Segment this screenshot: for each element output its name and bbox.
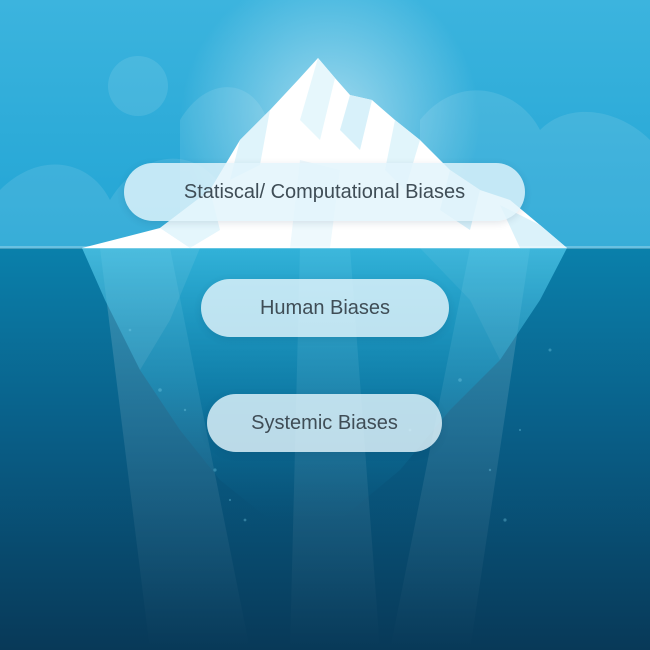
waterline xyxy=(0,246,650,249)
label-text: Human Biases xyxy=(259,296,391,319)
label-systemic-biases: Systemic Biases xyxy=(207,394,442,452)
label-statistical-computational-biases: Statiscal/ Computational Biases xyxy=(124,163,525,221)
label-text: Systemic Biases xyxy=(251,411,398,434)
label-human-biases: Human Biases xyxy=(201,279,449,337)
bubbles xyxy=(128,328,552,522)
label-text: Statiscal/ Computational Biases xyxy=(183,180,466,203)
